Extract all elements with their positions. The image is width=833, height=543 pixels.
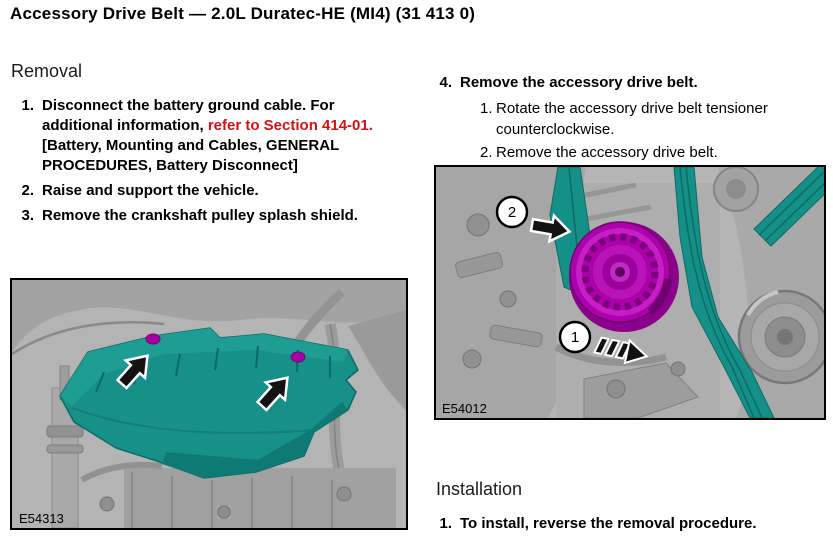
arrow-icon [115,354,149,390]
removal-step-1: 1. Disconnect the battery ground cable. … [10,96,412,176]
figure-label: E54313 [19,511,64,526]
callout-number: 1 [571,329,579,346]
arrow-icon [529,213,572,244]
step-text: Remove the accessory drive belt. [460,74,698,91]
removal-heading: Removal [11,61,83,81]
installation-heading: Installation [436,479,523,499]
installation-step-1: 1. To install, reverse the removal proce… [434,514,832,534]
step-text-before: Disconnect the battery ground cable. For… [42,97,335,134]
step-number: 1. [439,515,452,532]
drive-belt-illustration: 2 1 E54012 [436,167,824,418]
installation-steps: 1. To install, reverse the removal proce… [434,514,832,539]
step-text: Remove the crankshaft pulley splash shie… [42,207,358,224]
step-number: 1. [21,97,34,114]
removal-step-2: 2. Raise and support the vehicle. [10,181,412,201]
removal-step-3: 3. Remove the crankshaft pulley splash s… [10,206,412,226]
substep-number: 2. [480,144,493,161]
removal-step-4: 4. Remove the accessory drive belt. [434,73,832,93]
step-text-after: [Battery, Mounting and Cables, GENERAL P… [42,137,339,174]
splash-shield-illustration: E54313 [12,280,406,528]
page-title: Accessory Drive Belt — 2.0L Duratec-HE (… [10,4,476,23]
step-number: 4. [439,74,452,91]
step-4-substeps: 1. Rotate the accessory drive belt tensi… [480,98,832,163]
callout-belt: 2 [495,195,529,229]
figure-splash-shield: E54313 [10,278,408,530]
arrow-icon [255,376,289,412]
substep-2: 2. Remove the accessory drive belt. [480,142,832,163]
figure-label: E54012 [442,401,487,416]
step-number: 2. [21,182,34,199]
engine-bay-background [12,280,406,528]
substep-text: Rotate the accessory drive belt tensione… [496,100,768,138]
substep-number: 1. [480,100,493,117]
substep-1: 1. Rotate the accessory drive belt tensi… [480,98,832,140]
callout-tensioner: 1 [558,320,592,354]
section-414-01-link[interactable]: refer to Section 414-01. [207,117,373,134]
callout-number: 2 [508,204,516,221]
bolt-icon [145,333,161,345]
bolt-icon [290,351,306,363]
removal-steps: 1. Disconnect the battery ground cable. … [10,96,412,231]
dashed-arrow-icon [592,336,649,365]
step-text: Raise and support the vehicle. [42,182,259,199]
step-text: To install, reverse the removal procedur… [460,515,757,532]
tensioner-pulley [569,221,679,332]
step-text: Disconnect the battery ground cable. For… [42,96,380,176]
removal-step-4-block: 4. Remove the accessory drive belt. 1. R… [434,73,832,165]
substep-text: Remove the accessory drive belt. [496,144,718,161]
figure-drive-belt: 2 1 E54012 [434,165,826,420]
step-number: 3. [21,207,34,224]
crankshaft-pulley [737,289,824,385]
